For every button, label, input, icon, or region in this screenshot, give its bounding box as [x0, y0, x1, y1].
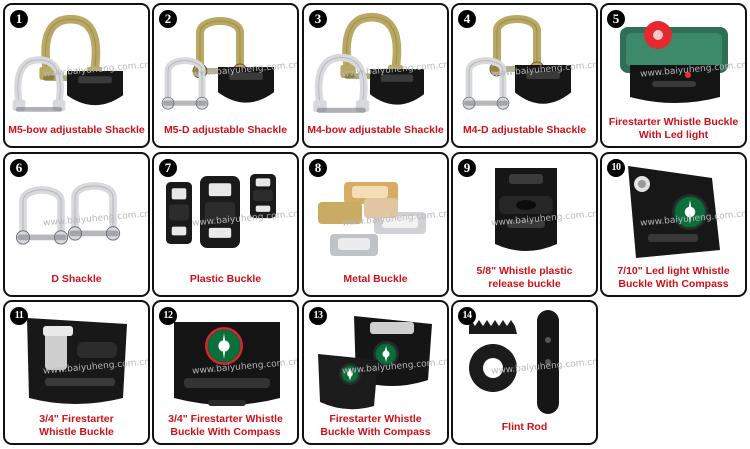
- d-shackle-icon: [154, 5, 297, 146]
- product-number-badge: 5: [607, 10, 625, 28]
- product-label: M4-D adjustable Shackle: [455, 124, 594, 137]
- product-number-badge: 6: [10, 159, 28, 177]
- product-label-line: Firestarter Whistle Buckle: [608, 116, 739, 128]
- product-number-badge: 11: [10, 307, 28, 325]
- product-label-line: Firestarter Whistle: [329, 413, 422, 425]
- product-number-badge: 7: [159, 159, 177, 177]
- product-label: Plastic Buckle: [156, 273, 295, 286]
- product-number-badge: 10: [607, 159, 625, 177]
- product-number-badge: 2: [159, 10, 177, 28]
- product-label-line: Plastic Buckle: [189, 273, 262, 285]
- product-label: D Shackle: [7, 273, 146, 286]
- d-shackle-icon: [453, 5, 596, 146]
- product-label-line: Flint Rod: [501, 421, 548, 433]
- compass-buckle-icon: [304, 302, 447, 443]
- product-label: Metal Buckle: [306, 273, 445, 286]
- product-label: M5-bow adjustable Shackle: [7, 124, 146, 137]
- product-number-badge: 1: [10, 10, 28, 28]
- product-label-line: Buckle With Compass: [170, 426, 281, 438]
- product-label-line: 3/4" Firestarter Whistle: [168, 413, 283, 425]
- product-label-line: 5/8" Whistle plastic: [476, 265, 573, 277]
- product-label-line: Buckle With Compass: [320, 426, 431, 438]
- product-label-line: release buckle: [488, 278, 561, 290]
- led-buckle-icon: [602, 5, 745, 146]
- product-label-line: 3/4" Firestarter: [39, 413, 114, 425]
- product-number-badge: 13: [309, 307, 327, 325]
- product-label-line: D Shackle: [51, 273, 102, 285]
- bow-shackle-icon: [304, 5, 447, 146]
- bow-shackle-icon: [5, 5, 148, 146]
- product-number-badge: 9: [458, 159, 476, 177]
- metal-buckle-icon: [304, 154, 447, 295]
- product-label-line: M5-D adjustable Shackle: [163, 124, 288, 136]
- product-label: M4-bow adjustable Shackle: [306, 124, 445, 137]
- product-number-badge: 14: [458, 307, 476, 325]
- product-label: M5-D adjustable Shackle: [156, 124, 295, 137]
- product-label-line: Whistle Buckle: [39, 426, 114, 438]
- product-label-line: Metal Buckle: [343, 273, 408, 285]
- product-number-badge: 8: [309, 159, 327, 177]
- compass-buckle-icon: [602, 154, 745, 295]
- product-number-badge: 4: [458, 10, 476, 28]
- product-label-line: M4-bow adjustable Shackle: [307, 124, 444, 136]
- product-label: Flint Rod: [455, 421, 594, 434]
- compass-buckle-icon: [154, 302, 297, 443]
- d-shackle-icon: [5, 154, 148, 295]
- product-label-line: Buckle With Compass: [618, 278, 729, 290]
- flint-rod-icon: [453, 302, 596, 443]
- product-label-line: With Led light: [638, 129, 709, 141]
- product-number-badge: 12: [159, 307, 177, 325]
- whistle-buckle-icon: [453, 154, 596, 295]
- product-number-badge: 3: [309, 10, 327, 28]
- product-label-line: M4-D adjustable Shackle: [462, 124, 587, 136]
- plastic-buckle-icon: [154, 154, 297, 295]
- product-label-line: 7/10" Led light Whistle: [617, 265, 730, 277]
- firestarter-buckle-icon: [5, 302, 148, 443]
- product-label-line: M5-bow adjustable Shackle: [8, 124, 145, 136]
